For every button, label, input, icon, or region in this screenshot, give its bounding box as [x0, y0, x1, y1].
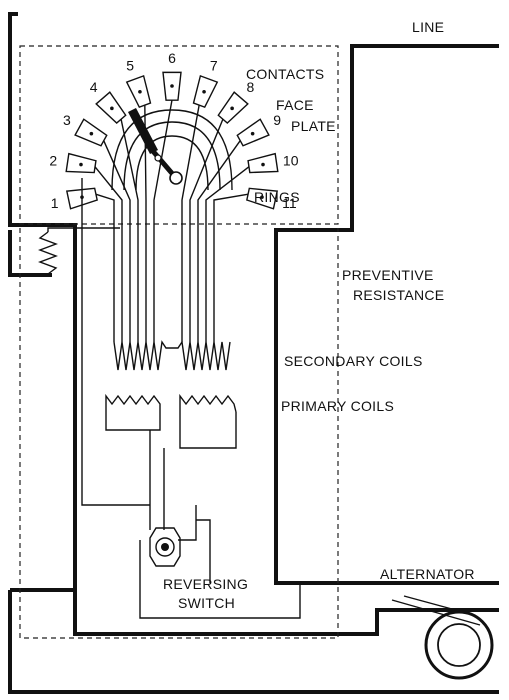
contact-number: 2: [49, 152, 57, 168]
alternator: [391, 595, 494, 680]
secondary-lead: [153, 99, 173, 342]
label-reversing-2: SWITCH: [178, 595, 235, 611]
enclosure-outline: [19, 45, 339, 639]
secondary-lead: [197, 140, 241, 342]
contact-dot: [230, 106, 234, 111]
label-face-plate-2: PLATE: [291, 118, 336, 134]
label-reversing-1: REVERSING: [163, 576, 248, 592]
contact-number: 11: [282, 195, 297, 211]
secondary-lead: [120, 118, 139, 342]
secondary-lead: [94, 166, 123, 342]
contact-dot: [170, 84, 174, 88]
secondary-lead: [103, 140, 131, 342]
contact-numbers: 1 2 3 4 5 6 7 8 9 10 11: [49, 50, 298, 211]
secondary-lead: [213, 193, 249, 342]
contact-dot: [110, 106, 114, 111]
face-plate-contacts: [65, 71, 279, 210]
preventive-lead: [47, 227, 120, 232]
contact-number: 8: [247, 79, 255, 95]
contact-dot: [261, 162, 265, 167]
reversing-switch: [149, 527, 181, 567]
label-preventive-1: PREVENTIVE: [342, 267, 434, 283]
switch-leads: [81, 178, 301, 619]
contact-number: 4: [90, 79, 98, 95]
secondary-lead: [95, 193, 115, 342]
contact-dot: [89, 131, 94, 136]
contact-number: 5: [126, 58, 134, 74]
contact-number: 3: [63, 112, 71, 128]
preventive-resistance-zigzag: [38, 231, 58, 275]
contact-dot: [250, 131, 255, 136]
switch-arm: [128, 108, 183, 185]
label-face-plate-1: FACE: [276, 97, 314, 113]
contact-number: 10: [283, 152, 299, 168]
label-preventive-2: RESISTANCE: [353, 287, 444, 303]
secondary-lead: [205, 166, 250, 342]
contact-number: 6: [168, 50, 176, 66]
secondary-coils: [113, 340, 231, 371]
label-contacts: CONTACTS: [246, 66, 324, 82]
label-alternator: ALTERNATOR: [380, 566, 475, 582]
label-secondary-coils: SECONDARY COILS: [284, 353, 423, 369]
secondary-lead: [189, 118, 224, 342]
secondary-lead: [181, 104, 200, 342]
label-rings: RINGS: [254, 189, 300, 205]
contact-dot: [202, 89, 206, 94]
contact-dot: [138, 89, 142, 94]
label-line: LINE: [412, 19, 444, 35]
secondary-lead: [144, 104, 147, 342]
primary-coils: [105, 393, 237, 530]
contact-dot: [79, 162, 83, 167]
secondary-coil-leads: [94, 99, 250, 342]
line-conductors: [8, 12, 499, 694]
label-primary-coils: PRIMARY COILS: [281, 398, 394, 414]
contact-dot: [260, 195, 264, 199]
contact-number: 1: [51, 195, 59, 211]
contact-number: 9: [273, 112, 281, 128]
contact-number: 7: [210, 58, 218, 74]
